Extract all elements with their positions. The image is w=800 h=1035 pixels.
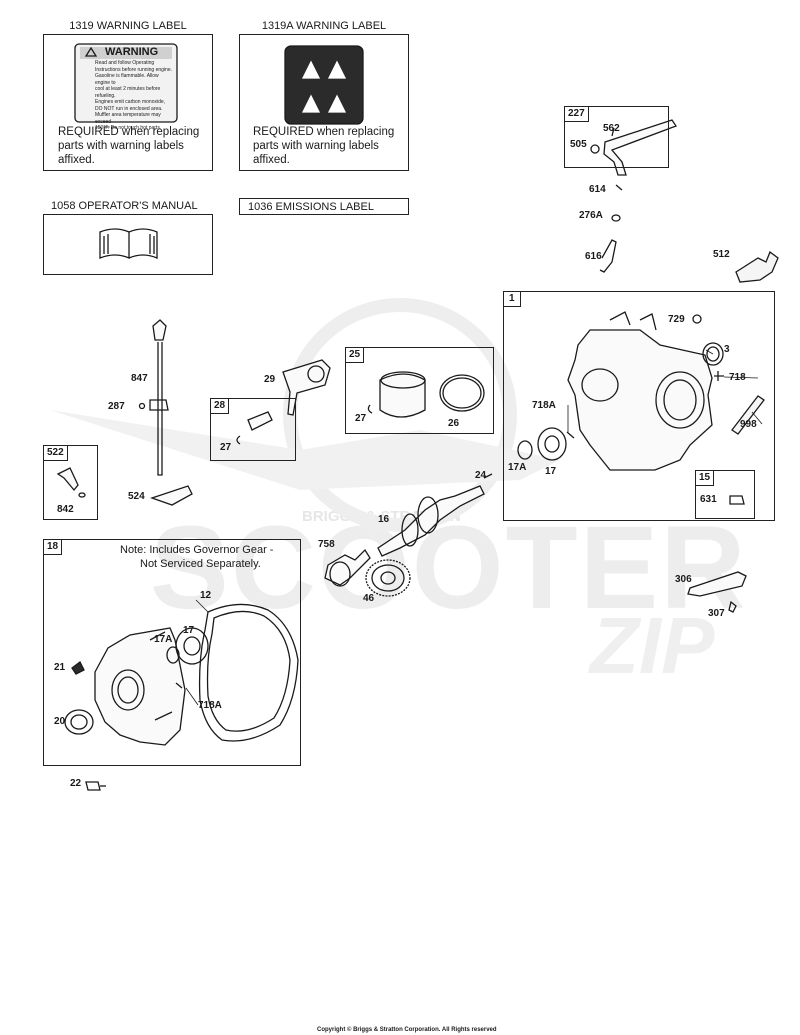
- watermark-zip: ZIP: [590, 601, 715, 690]
- group-522-box: [43, 445, 98, 520]
- part-718a[interactable]: 718A: [532, 400, 556, 411]
- part-26[interactable]: 26: [448, 418, 460, 429]
- part-631[interactable]: 631: [700, 494, 717, 505]
- part-512[interactable]: 512: [713, 249, 730, 260]
- group-227-box: [564, 106, 669, 168]
- part-27-piston[interactable]: 27: [355, 413, 367, 424]
- part-847[interactable]: 847: [131, 373, 148, 384]
- part-17a-sump[interactable]: 17A: [154, 634, 173, 645]
- group-522-tag: 522: [43, 445, 68, 461]
- group-227-tag: 227: [564, 106, 589, 122]
- part-17[interactable]: 17: [545, 466, 557, 477]
- group-18-box: [43, 539, 301, 766]
- part-3[interactable]: 3: [724, 344, 730, 355]
- part-842[interactable]: 842: [57, 504, 74, 515]
- part-718[interactable]: 718: [729, 372, 746, 383]
- part-562[interactable]: 562: [603, 123, 620, 134]
- part-614[interactable]: 614: [589, 184, 606, 195]
- operators-manual-title: 1058 OPERATOR'S MANUAL: [43, 198, 213, 215]
- part-27-pin[interactable]: 27: [220, 442, 232, 453]
- part-505[interactable]: 505: [570, 139, 587, 150]
- part-46[interactable]: 46: [363, 593, 375, 604]
- part-24[interactable]: 24: [475, 470, 487, 481]
- group-1-box: [503, 291, 775, 521]
- part-524[interactable]: 524: [128, 491, 145, 502]
- part-306[interactable]: 306: [675, 574, 692, 585]
- part-616[interactable]: 616: [585, 251, 602, 262]
- group-28-box: [210, 398, 296, 461]
- group-25-box: [345, 347, 494, 434]
- group-25-tag: 25: [345, 347, 365, 363]
- emissions-label-title: 1036 EMISSIONS LABEL: [239, 198, 409, 215]
- part-276a[interactable]: 276A: [579, 210, 603, 221]
- group-15-box: [695, 470, 755, 519]
- group-1-tag: 1: [503, 291, 521, 307]
- group-28-tag: 28: [210, 398, 230, 414]
- part-21[interactable]: 21: [54, 662, 66, 673]
- part-287[interactable]: 287: [108, 401, 125, 412]
- group-18-note: Note: Includes Governor Gear - Not Servi…: [120, 544, 274, 570]
- part-758[interactable]: 758: [318, 539, 335, 550]
- part-998[interactable]: 998: [740, 419, 757, 430]
- part-17-sump[interactable]: 17: [183, 625, 195, 636]
- part-29[interactable]: 29: [264, 374, 276, 385]
- part-307[interactable]: 307: [708, 608, 725, 619]
- warning-label-1319-title: 1319 WARNING LABEL: [43, 18, 213, 35]
- part-20[interactable]: 20: [54, 716, 66, 727]
- part-12[interactable]: 12: [200, 590, 212, 601]
- group-18-tag: 18: [43, 539, 63, 555]
- copyright-text: Copyright © Briggs & Stratton Corporatio…: [317, 1027, 497, 1033]
- part-17a[interactable]: 17A: [508, 462, 527, 473]
- part-16[interactable]: 16: [378, 514, 390, 525]
- group-15-tag: 15: [695, 470, 715, 486]
- warning-decal-title: WARNING: [105, 46, 159, 58]
- part-22[interactable]: 22: [70, 778, 82, 789]
- warning-label-1319a-title: 1319A WARNING LABEL: [239, 18, 409, 35]
- part-729[interactable]: 729: [668, 314, 685, 325]
- part-718a-sump[interactable]: 718A: [198, 700, 222, 711]
